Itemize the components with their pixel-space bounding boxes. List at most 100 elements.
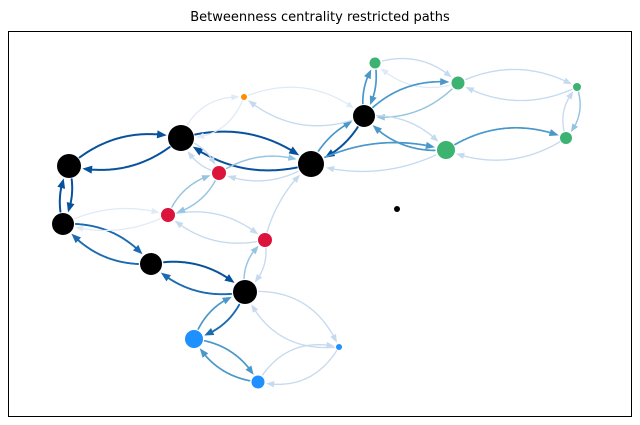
graph-edge-arrowhead-r2-n5	[254, 273, 263, 283]
graph-edge-arrowhead-n3-n4	[132, 244, 143, 255]
graph-edge-n5-b0	[211, 303, 241, 333]
graph-edge-arrowhead-g1-g2	[563, 77, 572, 85]
graph-edge-g1-g0	[386, 72, 451, 89]
graph-edge-n2-n3	[69, 178, 74, 204]
graph-edge-n0-n1	[194, 130, 292, 151]
graph-edge-arrowhead-n0-n1	[288, 146, 300, 156]
graph-edge-arrowhead-r0-n1	[287, 154, 297, 161]
graph-edge-n6-g4	[375, 114, 434, 138]
graph-edge-arrowhead-n5-n4	[160, 272, 171, 282]
graph-edge-g1-g2	[465, 68, 566, 82]
graph-node-o0-orange	[241, 94, 247, 100]
graph-edge-arrowhead-b0-b1	[245, 365, 254, 375]
graph-node-g0-green	[369, 57, 381, 69]
graph-edge-o0-n6	[248, 86, 349, 105]
graph-edge-n0-n2	[91, 146, 171, 171]
graph-edge-arrowhead-n5-b2	[330, 333, 338, 343]
graph-node-n0-black	[168, 125, 194, 151]
graph-node-n2-black	[57, 154, 81, 178]
graph-edge-arrowhead-b1-b0	[199, 348, 209, 358]
graph-edge-n5-r2	[243, 251, 254, 280]
graph-edge-arrowhead-g0-g1	[443, 69, 452, 78]
plot-border	[8, 31, 632, 417]
graph-edge-r1-r0	[171, 177, 204, 208]
graph-edge-arrowhead-n5-b0	[204, 327, 215, 336]
graph-node-g1-green	[451, 76, 465, 90]
graph-edge-arrowhead-g4-n6	[372, 125, 383, 135]
graph-edge-arrowhead-g4-g3	[548, 129, 559, 137]
graph-edge-arrowhead-r1-r2	[249, 226, 259, 235]
graph-edge-n1-n0	[200, 151, 298, 172]
graph-edge-arrowhead-n1-n0	[192, 146, 204, 156]
graph-edge-arrowhead-n0-n2	[82, 165, 93, 174]
graph-node-g3-green	[560, 132, 572, 144]
graph-node-r0-red	[212, 166, 226, 180]
graph-node-n7-black	[394, 206, 400, 212]
graph-edge-r1-n3	[82, 218, 161, 232]
chart-title: Betweenness centrality restricted paths	[190, 10, 450, 25]
graph-edge-g1-n6	[384, 88, 453, 118]
graph-edge-arrowhead-o0-n6	[345, 101, 354, 109]
graph-edge-arrowhead-n1-g4	[425, 141, 435, 149]
graph-edge-r2-n5	[258, 247, 267, 277]
graph-edge-arrowhead-g4-n1	[326, 165, 335, 173]
graph-node-r2-red	[258, 233, 272, 247]
graph-edge-n4-n3	[77, 239, 140, 265]
graph-edge-n6-g0	[361, 76, 369, 105]
graph-edge-arrowhead-g3-g4	[455, 152, 465, 160]
graph-edge-arrowhead-r2-r1	[174, 220, 184, 229]
graph-edge-arrowhead-b2-n5	[251, 304, 259, 313]
graph-edge-r0-r1	[183, 180, 216, 211]
graph-edge-arrowhead-n6-o0	[247, 100, 257, 108]
graph-edge-n1-g4	[324, 141, 427, 159]
graph-edge-g2-g3	[574, 91, 581, 126]
graph-edge-r0-n1	[225, 155, 290, 170]
graph-edge-r2-n1	[266, 180, 296, 233]
graph-node-r1-red	[161, 208, 175, 222]
graph-edge-g0-n6	[372, 69, 378, 98]
graph-edge-arrowhead-n3-n2	[57, 178, 66, 189]
graph-edge-n3-n2	[58, 186, 63, 213]
graph-edge-n6-g1	[372, 80, 442, 109]
graph-edge-arrowhead-g3-g2	[566, 91, 574, 100]
graph-edge-b2-n5	[254, 310, 335, 349]
graph-edge-n2-n0	[78, 133, 159, 159]
graph-edge-arrowhead-n4-n5	[224, 274, 235, 283]
graph-node-n5-black	[233, 280, 257, 304]
graph-edge-arrowhead-r1-n3	[75, 225, 84, 232]
graph-edge-g3-g2	[562, 97, 570, 132]
graph-edge-b1-b2	[261, 344, 328, 376]
graph-node-g4-green	[437, 141, 455, 159]
graph-edge-arrowhead-n5-r2	[250, 245, 259, 255]
graph-edge-r1-r2	[175, 211, 253, 231]
graph-edge-arrowhead-g2-g1	[465, 86, 475, 94]
graph-edge-b2-b1	[273, 350, 338, 385]
graph-edge-g4-n1	[333, 154, 437, 173]
graph-edge-n0-o0	[186, 96, 233, 126]
graph-edge-n4-n5	[163, 260, 228, 279]
graph-node-n3-black	[52, 213, 74, 235]
graph-edge-arrowhead-n6-g4	[430, 133, 439, 142]
graph-edge-n5-b2	[258, 290, 334, 337]
graph-edge-r2-r1	[180, 224, 258, 244]
graph-edge-arrowhead-b1-b2	[326, 341, 335, 349]
graph-edge-g2-g1	[472, 88, 573, 102]
graph-edge-b1-b0	[204, 354, 251, 382]
graph-edge-arrowhead-b2-b1	[266, 381, 275, 388]
graph-edge-n6-n1	[332, 126, 359, 154]
graph-edge-arrowhead-n2-n3	[66, 201, 75, 213]
graph-edge-g4-g3	[454, 126, 551, 146]
graph-edge-arrowhead-r0-n0	[187, 151, 196, 160]
graph-edge-n1-n6	[317, 124, 346, 152]
graph-edge-o0-n0	[203, 100, 243, 137]
graph-edge-arrowhead-n2-n0	[156, 130, 167, 139]
graph-edge-g4-n6	[378, 130, 436, 152]
graph-edge-g0-g1	[381, 57, 447, 74]
graph-edge-arrowhead-b0-n5	[221, 296, 232, 305]
graph-edge-arrowhead-r0-r1	[176, 206, 186, 213]
graph-edge-arrowhead-g2-g3	[570, 123, 579, 133]
graph-edge-arrowhead-n1-r0	[227, 175, 237, 182]
graph-node-n6-black	[353, 105, 375, 127]
graph-node-b1-blue	[251, 375, 265, 389]
